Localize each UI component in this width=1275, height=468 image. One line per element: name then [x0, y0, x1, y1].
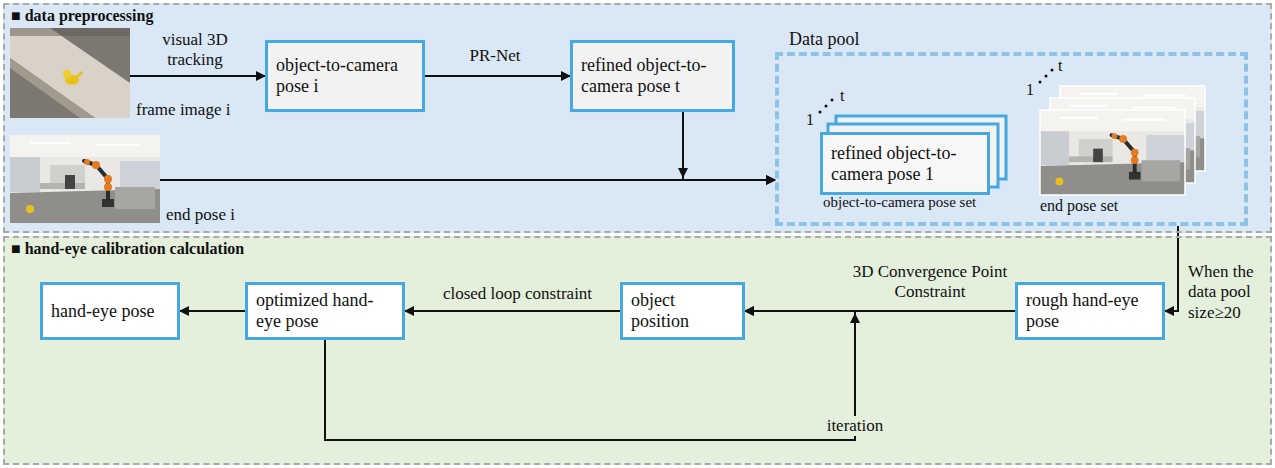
end-pose-photo: [10, 135, 160, 223]
calculation-ground: [3, 236, 1272, 465]
process-box: rough hand-eye pose: [1015, 282, 1165, 340]
edge-label: PR-Net: [455, 46, 535, 66]
stack-dots: [1039, 69, 1054, 84]
photo-node: end pose set: [1040, 110, 1185, 195]
section-heading: Data pool: [789, 29, 859, 50]
index-label: 1: [806, 112, 814, 128]
frame-photo: [10, 28, 130, 118]
node-text: rough hand-eye pose: [1026, 290, 1154, 331]
data-pool: Data poolrefined object-to-camera pose 1…: [775, 52, 1248, 226]
index-label: 1: [1026, 82, 1034, 98]
node-text: refined object-to-camera pose 1: [831, 143, 979, 184]
photo-frame: [1040, 110, 1185, 195]
connector-line: [683, 112, 775, 180]
connector-line: [180, 310, 245, 312]
edge-label: 3D Convergence Point Constraint: [850, 262, 1010, 303]
illustration-part: [1051, 69, 1054, 72]
set-caption: object-to-camera pose set: [823, 194, 976, 211]
junction-arrowhead: [850, 313, 860, 323]
junction-arrowhead: [678, 168, 688, 178]
connector-line: [160, 179, 775, 181]
process-box: object position: [620, 282, 745, 340]
process-box: optimized hand-eye pose: [245, 282, 405, 340]
illustration-part: [1045, 75, 1048, 78]
index-label: t: [1058, 58, 1062, 74]
index-label: t: [840, 88, 844, 104]
illustration-part: [1039, 81, 1042, 84]
edge-label: visual 3D tracking: [140, 30, 250, 71]
illustration-part: [831, 99, 834, 102]
photo-caption: frame image i: [136, 100, 230, 120]
photo-node: frame image i: [10, 28, 130, 118]
illustration-part: [825, 105, 828, 108]
connector: [405, 311, 620, 312]
stack-dots: [819, 99, 834, 114]
node-text: object position: [631, 290, 734, 331]
connector-line: [405, 310, 620, 312]
connector: [678, 112, 775, 180]
section-heading: ■ hand-eye calibration calculation: [11, 240, 244, 258]
connector: [130, 76, 265, 77]
connector-line: [1165, 226, 1178, 311]
preprocessing-ground: [3, 3, 1272, 233]
process-box: hand-eye pose: [40, 282, 180, 340]
process-box: object-to-camera pose i: [265, 40, 425, 112]
edge-label: iteration: [815, 416, 895, 436]
photo-node: end pose i: [10, 135, 160, 223]
process-box: refined object-to-camera pose 1object-to…: [820, 132, 990, 195]
node-text: refined object-to-camera pose t: [581, 55, 724, 96]
node-text: object-to-camera pose i: [276, 55, 414, 96]
connector-line: [425, 75, 570, 77]
illustration-part: [819, 111, 822, 114]
node-text: hand-eye pose: [51, 301, 169, 322]
connector: [1165, 226, 1178, 311]
section-heading: ■ data preprocessing: [11, 7, 153, 25]
connector: [160, 180, 775, 181]
connector: [425, 76, 570, 77]
edge-label: closed loop constraint: [420, 284, 615, 304]
section-band: ■ hand-eye calibration calculation hand-e…: [3, 236, 1272, 465]
photo-caption: end pose i: [166, 205, 235, 225]
photo-caption: end pose set: [1040, 197, 1118, 215]
stacked-end-photo: [1040, 110, 1185, 195]
edge-label: When the data pool size≥20: [1188, 262, 1268, 323]
connector-line: [130, 75, 265, 77]
connector: [325, 311, 860, 440]
process-box: refined object-to-camera pose t: [570, 40, 735, 112]
node-text: optimized hand-eye pose: [256, 290, 394, 331]
connector: [180, 311, 245, 312]
